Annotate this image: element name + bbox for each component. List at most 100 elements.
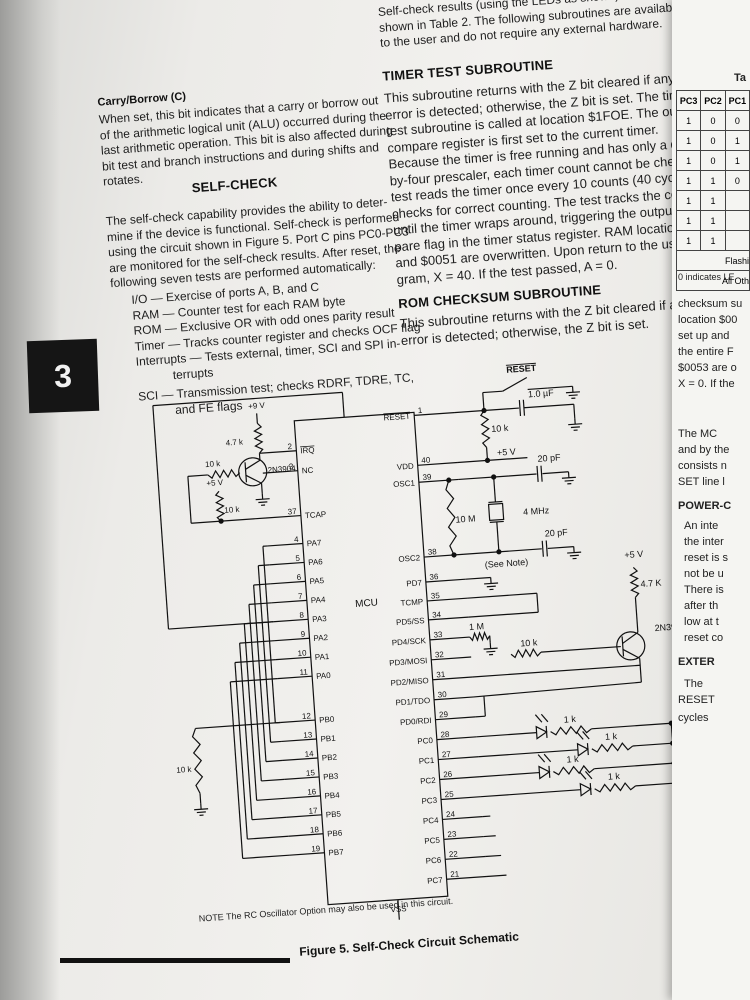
pin-name: RESET	[383, 412, 410, 423]
pin-name: PD7	[406, 578, 423, 588]
wire	[230, 678, 278, 683]
capacitor-20pf	[545, 540, 548, 557]
pin-number: 14	[304, 749, 314, 759]
pin-lead	[286, 814, 322, 818]
wire	[536, 593, 539, 613]
led-light-arrow	[578, 771, 587, 780]
resistor-4-7k	[629, 567, 640, 598]
component-label: 20 pF	[537, 452, 561, 464]
capacitor-20pf	[540, 465, 543, 482]
led-light-arrow	[543, 753, 552, 763]
led-symbol	[548, 765, 551, 778]
pin-name: PC1	[418, 756, 435, 766]
pin-name: PA4	[311, 595, 327, 605]
table-legend: 0 indicates LE	[678, 272, 735, 282]
component-label: 1 k	[605, 731, 618, 742]
component-label: 10 k	[205, 459, 222, 469]
wire	[248, 602, 272, 605]
pin-name: PB6	[327, 828, 343, 838]
component-label: 4.7 K	[640, 578, 662, 589]
resistor-10k	[191, 728, 204, 794]
wire	[573, 404, 576, 419]
pin-lead	[431, 656, 472, 661]
resistor-10k	[214, 490, 226, 522]
pin-name: PD3/MOSI	[389, 656, 428, 668]
table-title: Ta	[734, 72, 747, 84]
mcu-chip	[293, 411, 449, 906]
transistor-2n3904	[616, 631, 646, 661]
pin-lead	[435, 716, 476, 721]
pin-number: 1	[418, 406, 424, 415]
pin-lead	[267, 542, 303, 547]
component-label: 1.0 µF	[528, 388, 555, 400]
pin-name: TCMP	[400, 597, 423, 608]
pin-name: OSC2	[398, 553, 421, 564]
wire	[476, 732, 537, 738]
pin-number: 8	[299, 611, 305, 620]
pin-lead	[280, 719, 316, 724]
wire	[270, 740, 282, 743]
wire	[152, 405, 170, 630]
pin-number: 32	[435, 650, 445, 660]
wire	[457, 457, 528, 464]
wire	[256, 413, 258, 424]
pin-name: PC2	[420, 776, 437, 786]
pin-number: 26	[443, 770, 453, 780]
wire	[485, 854, 502, 858]
wire	[483, 407, 519, 412]
pin-number: 34	[432, 610, 442, 620]
table-cell: 1	[675, 110, 702, 131]
pin-number: 9	[300, 630, 306, 639]
facing-page-line: reset is s	[684, 552, 729, 564]
pin-name: NC	[301, 466, 313, 476]
led-symbol	[535, 725, 548, 740]
wire	[463, 548, 542, 555]
pin-lead	[271, 599, 307, 604]
facing-page-line: not be u	[684, 568, 724, 580]
table-cell: 0	[700, 130, 726, 151]
pin-lead	[414, 412, 455, 417]
pin-lead	[418, 478, 459, 483]
wire	[257, 565, 272, 743]
wire	[187, 476, 192, 524]
reset-switch-label: RESET	[506, 363, 537, 375]
pin-lead	[274, 637, 310, 642]
pin-lead	[417, 461, 458, 466]
facing-page-line: consists n	[678, 460, 727, 472]
wire	[245, 474, 262, 484]
pin-lead	[439, 776, 480, 781]
pin-name: PB4	[324, 791, 340, 801]
crystal-symbol	[488, 500, 503, 504]
ground-symbol	[392, 926, 407, 929]
capacitor-1uf	[518, 399, 522, 417]
wire	[621, 636, 625, 657]
pin-number: 6	[296, 573, 302, 582]
carry-paragraph: When set, this bit indicates that a carr…	[98, 92, 395, 190]
table-cell: 0	[724, 170, 750, 191]
pin-number: 3	[289, 462, 295, 471]
facing-page-line: An inte	[684, 520, 719, 532]
pin-number: 5	[295, 554, 301, 563]
facing-page-line: and by the	[678, 444, 730, 456]
facing-page-line: after th	[684, 600, 719, 612]
vss-lead	[397, 899, 401, 922]
facing-page-line: set up and	[678, 330, 730, 342]
component-label: 4.7 k	[225, 437, 244, 447]
pin-number: 36	[429, 572, 439, 582]
wire	[479, 771, 540, 778]
wire	[234, 659, 276, 664]
pin-name: PA7	[307, 538, 323, 548]
pin-name: PB5	[326, 809, 342, 819]
pin-name: VDD	[397, 462, 415, 472]
wire	[253, 584, 267, 762]
ground-symbol	[568, 423, 583, 426]
wire	[243, 623, 258, 801]
wire	[239, 643, 253, 820]
pin-number: 12	[302, 711, 312, 721]
facing-page-line: reset co	[684, 632, 724, 644]
ground-symbol	[255, 498, 270, 501]
led-light-arrow	[534, 714, 543, 723]
pin-number: 20	[407, 919, 417, 929]
